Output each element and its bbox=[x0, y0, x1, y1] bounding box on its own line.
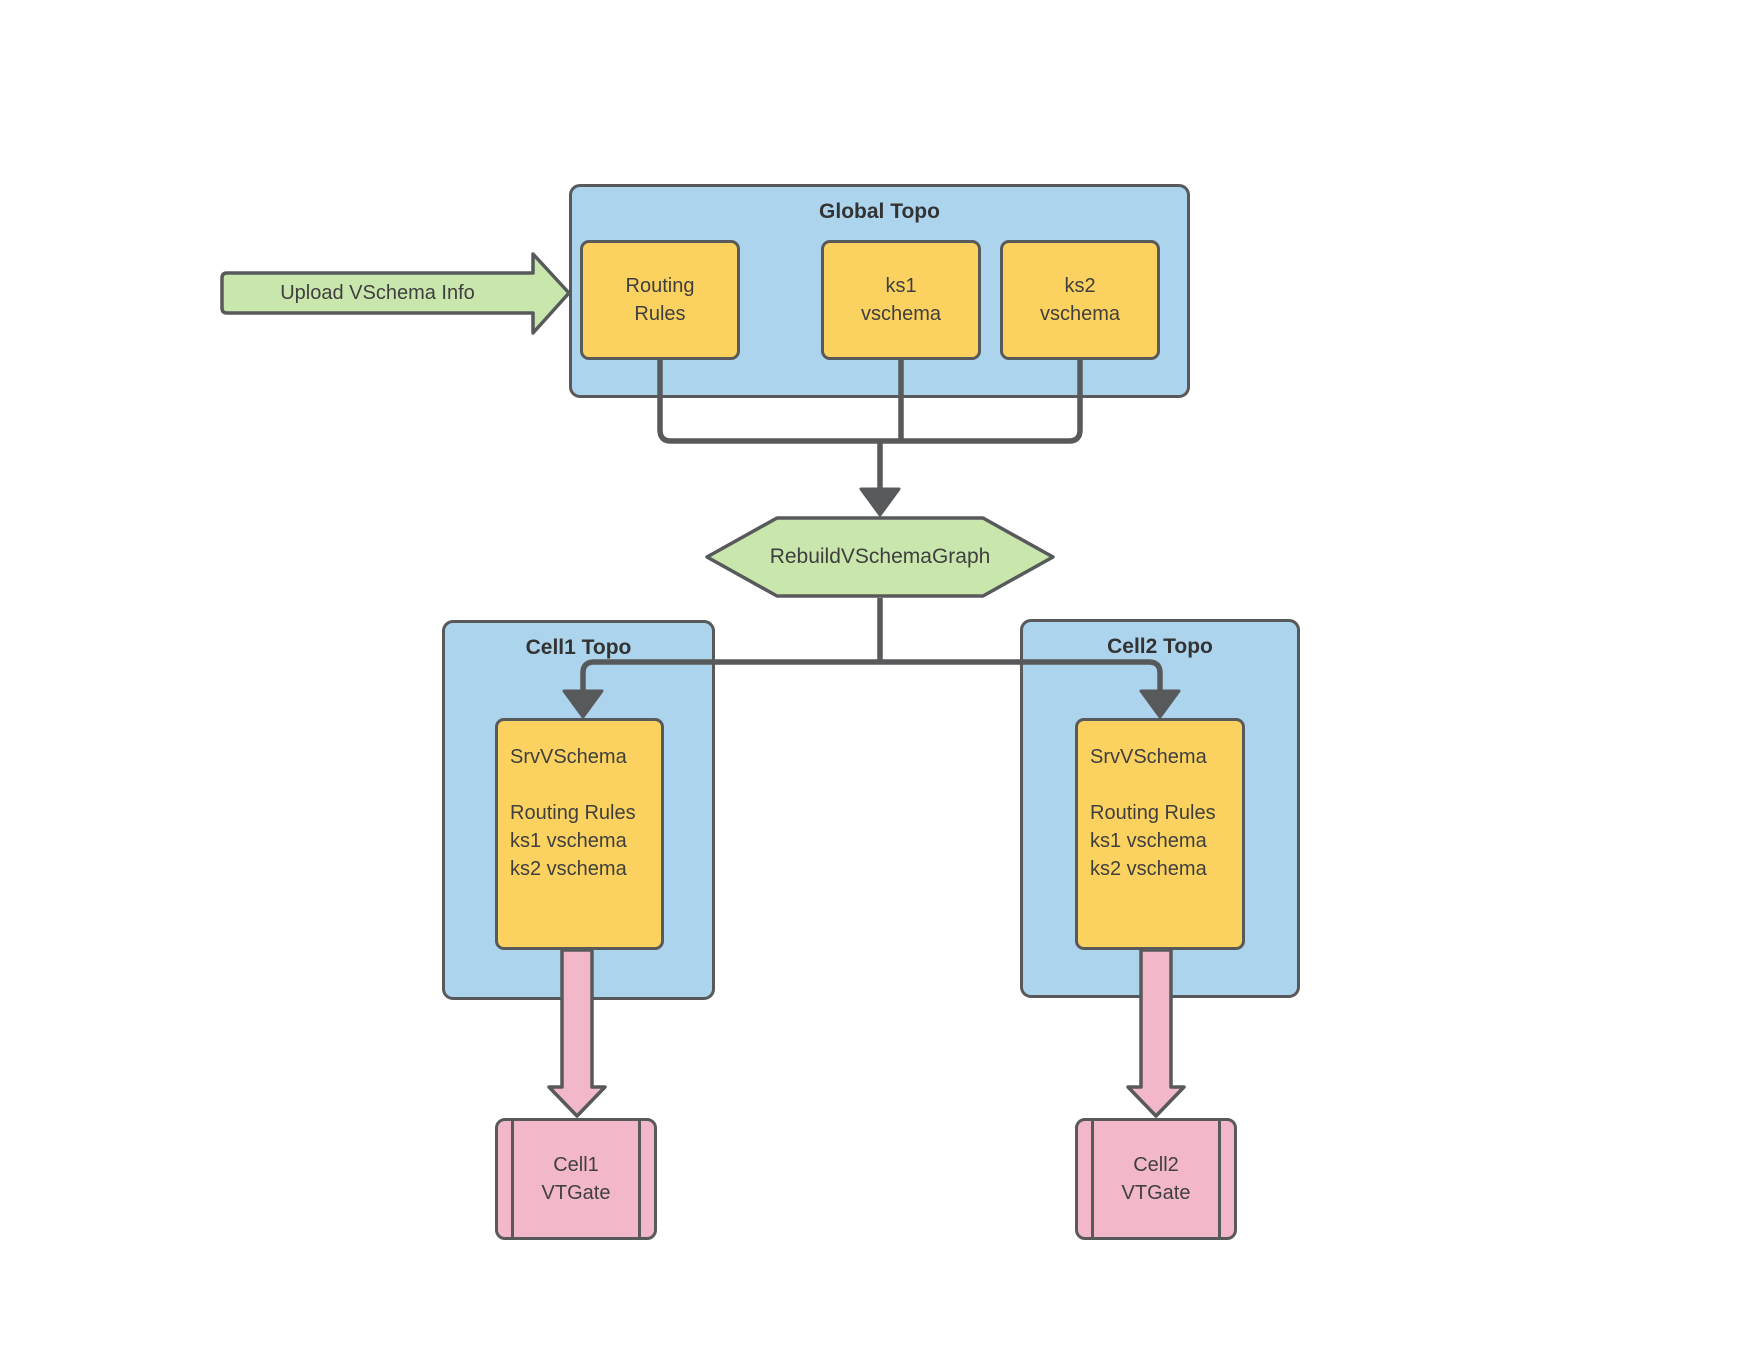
cell2-vtgate-label: Cell2 VTGate bbox=[1121, 1154, 1191, 1204]
vtgate-band-line bbox=[511, 1121, 514, 1237]
node-ks1-vschema-label: ks1 vschema bbox=[860, 275, 942, 325]
cell2-topo-title: Cell2 Topo bbox=[1107, 635, 1213, 658]
cell1-srvvschema-node: SrvVSchema Routing Rules ks1 vschema ks2… bbox=[495, 718, 664, 950]
cell1-vtgate-node: Cell1 VTGate bbox=[495, 1118, 657, 1240]
cell2-vtgate-node: Cell2 VTGate bbox=[1075, 1118, 1237, 1240]
vtgate-band-line bbox=[638, 1121, 641, 1237]
node-ks2-vschema: ks2 vschema bbox=[1000, 240, 1160, 360]
node-routing-rules-label: Routing Rules bbox=[625, 275, 695, 325]
cell2-srvvschema-label: SrvVSchema Routing Rules ks1 vschema ks2… bbox=[1090, 746, 1216, 880]
vtgate-band-line bbox=[1091, 1121, 1094, 1237]
rebuild-hexagon-label: RebuildVSchemaGraph bbox=[769, 545, 991, 568]
node-ks1-vschema: ks1 vschema bbox=[821, 240, 981, 360]
upload-arrow-label: Upload VSchema Info bbox=[280, 281, 475, 304]
vtgate-band-line bbox=[1218, 1121, 1221, 1237]
node-routing-rules: Routing Rules bbox=[580, 240, 740, 360]
cell2-srvvschema-node: SrvVSchema Routing Rules ks1 vschema ks2… bbox=[1075, 718, 1245, 950]
global-topo-title: Global Topo bbox=[819, 200, 940, 223]
cell1-srvvschema-label: SrvVSchema Routing Rules ks1 vschema ks2… bbox=[510, 746, 636, 880]
node-ks2-vschema-label: ks2 vschema bbox=[1039, 275, 1121, 325]
cell1-topo-title: Cell1 Topo bbox=[525, 636, 632, 659]
cell1-vtgate-label: Cell1 VTGate bbox=[541, 1154, 611, 1204]
arrowhead-to-rebuild bbox=[859, 487, 901, 517]
